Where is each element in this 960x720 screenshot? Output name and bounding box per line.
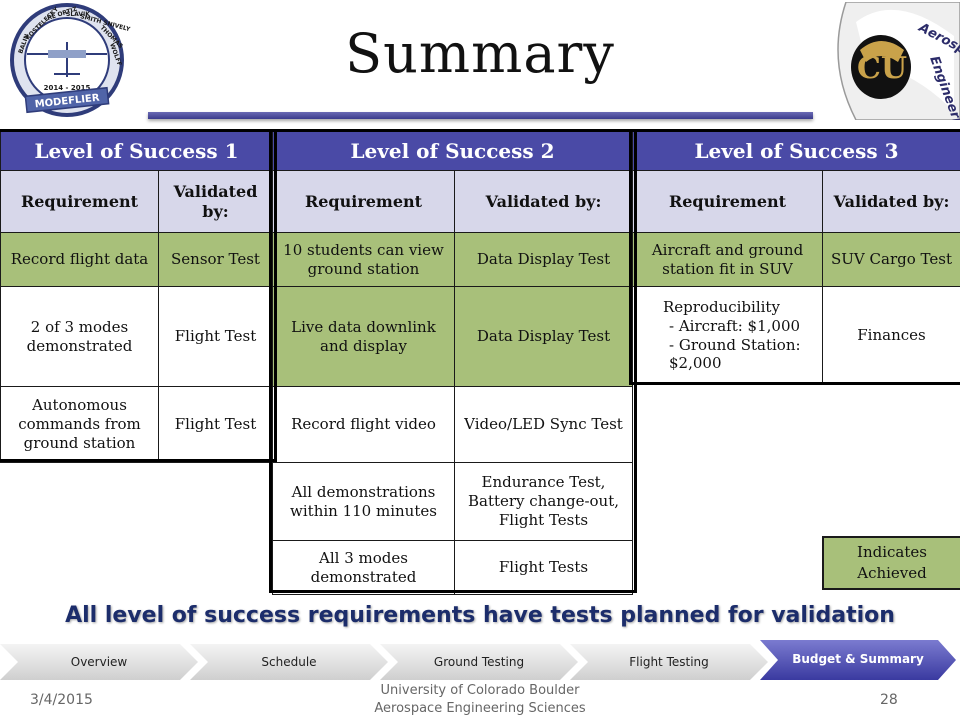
validated-cell: Flight Tests xyxy=(454,540,633,595)
requirement-cell: Reproducibility - Aircraft: $1,000 - Gro… xyxy=(632,286,823,385)
table-row: Autonomous commands from ground station … xyxy=(0,386,273,463)
requirement-cell: All 3 modes demonstrated xyxy=(272,540,455,595)
validated-cell: Endurance Test, Battery change-out, Flig… xyxy=(454,462,633,541)
los3-title: Level of Success 3 xyxy=(632,131,960,171)
los3-col-requirement: Requirement xyxy=(632,170,823,233)
validated-cell: Sensor Test xyxy=(158,232,273,287)
footer-organization: University of Colorado Boulder Aerospace… xyxy=(330,682,630,718)
requirement-cell: Record flight video xyxy=(272,386,455,463)
nav-budget-summary[interactable]: Budget & Summary xyxy=(760,640,956,680)
requirement-cell: Aircraft and ground station fit in SUV xyxy=(632,232,823,287)
los1-col-validated: Validated by: xyxy=(158,170,273,233)
los2-col-requirement: Requirement xyxy=(272,170,455,233)
los3-col-validated: Validated by: xyxy=(822,170,960,233)
requirement-line: - Aircraft: $1,000 xyxy=(669,316,801,335)
requirement-line: - Ground Station: $2,000 xyxy=(669,335,801,373)
logo-years: 2014 - 2015 xyxy=(44,84,91,92)
legend-line: Indicates xyxy=(857,543,927,561)
legend-line: Achieved xyxy=(857,564,927,582)
validated-cell: Video/LED Sync Test xyxy=(454,386,633,463)
footer-date: 3/4/2015 xyxy=(30,692,93,708)
los1-title: Level of Success 1 xyxy=(0,131,273,171)
requirement-cell: Autonomous commands from ground station xyxy=(0,386,159,463)
slide-title: Summary xyxy=(345,22,615,85)
los2-table: Level of Success 2 Requirement Validated… xyxy=(272,131,633,595)
requirement-cell: 10 students can view ground station xyxy=(272,232,455,287)
requirement-cell: Live data downlink and display xyxy=(272,286,455,387)
page-number: 28 xyxy=(880,692,898,708)
requirement-line: Reproducibility xyxy=(663,298,780,316)
validated-cell: Flight Test xyxy=(158,286,273,387)
table-row: Record flight data Sensor Test xyxy=(0,232,273,287)
table-row: 2 of 3 modes demonstrated Flight Test xyxy=(0,286,273,387)
svg-text:SLAVIK: SLAVIK xyxy=(66,11,90,18)
title-underline xyxy=(148,112,813,119)
requirement-cell: Record flight data xyxy=(0,232,159,287)
table-row: Reproducibility - Aircraft: $1,000 - Gro… xyxy=(632,286,960,385)
cu-letters-icon: CU xyxy=(857,51,907,86)
table-row: Live data downlink and display Data Disp… xyxy=(272,286,633,387)
los1-table: Level of Success 1 Requirement Validated… xyxy=(0,131,273,463)
validated-cell: Flight Test xyxy=(158,386,273,463)
los2-col-validated: Validated by: xyxy=(454,170,633,233)
modeflier-logo: BALIN KOSTELECKY RE ORTIZ SLAVIK SMITH S… xyxy=(10,3,131,117)
table-row: 10 students can view ground station Data… xyxy=(272,232,633,287)
cu-aerospace-logo: CU Aerospace Engineering xyxy=(837,2,960,120)
los2-title: Level of Success 2 xyxy=(272,131,633,171)
requirement-cell: 2 of 3 modes demonstrated xyxy=(0,286,159,387)
los3-table: Level of Success 3 Requirement Validated… xyxy=(632,131,960,385)
validated-cell: Finances xyxy=(822,286,960,385)
achieved-legend: Indicates Achieved xyxy=(822,536,960,590)
section-nav: Overview Schedule Ground Testing Flight … xyxy=(0,644,960,684)
requirement-cell: All demonstrations within 110 minutes xyxy=(272,462,455,541)
validated-cell: SUV Cargo Test xyxy=(822,232,960,287)
nav-schedule[interactable]: Schedule xyxy=(190,644,388,680)
nav-ground-testing[interactable]: Ground Testing xyxy=(380,644,578,680)
footer-org-line: Aerospace Engineering Sciences xyxy=(374,701,586,717)
table-row: Aircraft and ground station fit in SUV S… xyxy=(632,232,960,287)
table-row: Record flight video Video/LED Sync Test xyxy=(272,386,633,463)
table-row: All 3 modes demonstrated Flight Tests xyxy=(272,540,633,595)
validated-cell: Data Display Test xyxy=(454,232,633,287)
nav-flight-testing[interactable]: Flight Testing xyxy=(570,644,768,680)
table-row: All demonstrations within 110 minutes En… xyxy=(272,462,633,541)
nav-overview[interactable]: Overview xyxy=(0,644,198,680)
summary-banner: All level of success requirements have t… xyxy=(65,603,895,628)
footer-org-line: University of Colorado Boulder xyxy=(380,683,580,698)
los1-col-requirement: Requirement xyxy=(0,170,159,233)
validated-cell: Data Display Test xyxy=(454,286,633,387)
